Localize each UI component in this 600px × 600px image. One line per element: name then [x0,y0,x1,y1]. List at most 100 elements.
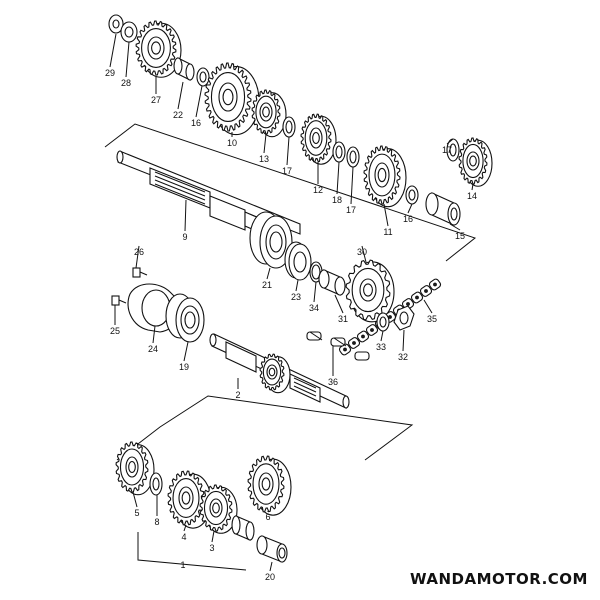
callout-22: 22 [173,110,183,120]
callout-16: 16 [403,214,413,224]
bushing-22 [173,57,195,81]
callout-4: 4 [181,532,186,542]
leader-c20 [269,561,273,572]
callout-12: 12 [313,185,323,195]
washer-8 [149,472,163,496]
bushing-15 [425,192,461,226]
gear-12 [300,113,337,165]
callout-13: 13 [259,154,269,164]
callout-30: 30 [357,247,367,257]
callout-9: 9 [182,232,187,242]
leader-c17b [350,166,354,205]
callout-31: 31 [338,314,348,324]
washer-17-c [446,138,460,162]
callout-3: 3 [209,543,214,553]
callout-20: 20 [265,572,275,582]
callout-27: 27 [151,95,161,105]
callout-33: 33 [376,342,386,352]
gear-5 [115,441,155,496]
bolt-26 [132,267,148,278]
washer-16-top [196,67,210,87]
callout-28: 28 [121,78,131,88]
main-shaft-gear [259,353,291,394]
callout-19: 19 [179,362,189,372]
callout-14: 14 [467,191,477,201]
gear-27 [135,20,182,78]
leader-c17c [446,138,454,145]
callout-24: 24 [148,344,158,354]
leader-c29 [109,33,117,68]
oil-seal-23 [284,241,312,281]
callout-11: 11 [383,227,392,237]
gear-14 [458,137,493,187]
callout-18: 18 [332,195,342,205]
callout-10: 10 [227,138,237,148]
group-bracket-1 [116,395,414,461]
callout-32: 32 [398,352,408,362]
callout-36: 36 [328,377,338,387]
bushing-7 [231,515,255,541]
nut-32 [393,305,415,331]
callout-34: 34 [309,303,319,313]
bearing-21 [249,211,293,269]
bushing-20 [256,535,288,563]
lock-washer-33 [376,312,390,332]
callout-17: 17 [442,145,452,155]
callout-17: 17 [282,166,292,176]
gear-11 [363,145,407,208]
gear-6 [247,455,292,516]
leader-c19 [183,341,189,362]
leader-c17a [286,136,290,166]
leader-c4 [183,524,187,532]
leader-lines [109,33,474,572]
callout-21: 21 [262,280,272,290]
drive-sprocket-30 [345,259,395,323]
callout-23: 23 [291,292,301,302]
leader-c9 [184,199,187,232]
leader-c22 [177,81,184,110]
leader-c23 [295,279,299,292]
leader-c16b [407,203,413,214]
circlip-18 [332,141,346,163]
leader-c34 [313,281,317,303]
leader-c16a [195,85,203,118]
callout-35: 35 [427,314,437,324]
leader-c30 [361,245,367,263]
watermark-text: WANDAMOTOR.COM [410,570,588,588]
leader-c33 [380,330,384,342]
callout-29: 29 [105,68,115,78]
leader-c14 [471,183,474,191]
callout-labels: 2928272216101317121817111615171493026212… [105,68,477,582]
gear-13 [251,89,287,138]
leader-c24 [152,325,156,344]
chain-joint-36 [306,331,370,361]
callout-5: 5 [134,508,139,518]
callout-1: 1 [180,560,185,570]
callout-16: 16 [191,118,201,128]
leader-c3 [211,530,215,543]
callout-17: 17 [346,205,356,215]
group-bracket-9 [104,123,477,262]
leader-c15 [449,223,461,231]
washer-17-a [282,116,296,138]
group-bracket-1-bottom [137,532,247,571]
leader-c35 [423,299,433,314]
leader-c5 [132,491,138,508]
washer-29 [108,14,124,34]
callout-6: 6 [265,512,270,522]
leader-c11 [383,203,389,227]
bolt-25 [111,295,127,306]
washer-16-right [405,185,419,205]
callout-15: 15 [455,231,465,241]
leader-c21 [266,267,271,280]
leader-c28 [125,41,130,78]
callout-2: 2 [235,390,240,400]
leader-c31 [334,294,344,314]
callout-8: 8 [154,517,159,527]
washer-28 [120,21,138,43]
gear-3 [199,484,238,534]
leader-c18a [336,161,340,195]
spacer-31 [318,269,346,296]
